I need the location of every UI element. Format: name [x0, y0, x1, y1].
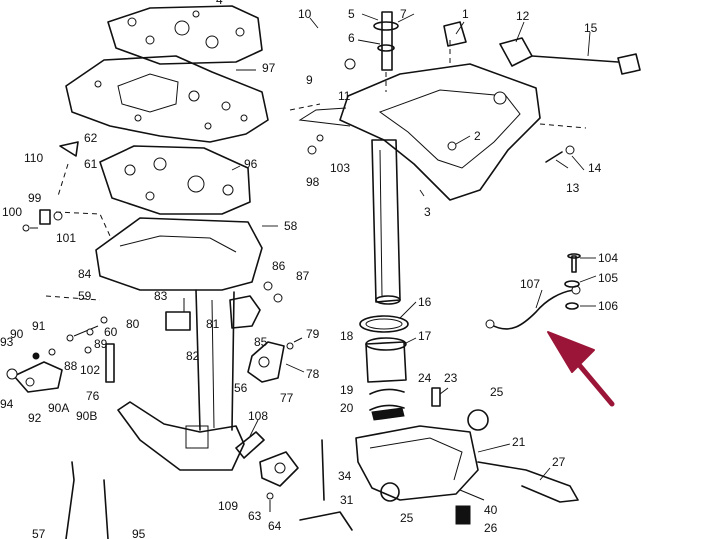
exhaust-housing-56 — [95, 217, 263, 471]
callout-56: 56 — [234, 381, 248, 395]
steering-column-3 — [371, 139, 401, 305]
callout-4: 4 — [216, 0, 223, 7]
callout-90a: 90A — [48, 401, 69, 415]
callout-40: 40 — [484, 503, 498, 517]
leader-lines — [231, 13, 597, 481]
callout-100: 100 — [2, 205, 22, 219]
left-small-parts — [6, 141, 115, 393]
callout-57: 57 — [32, 527, 46, 539]
callout-31: 31 — [340, 493, 354, 507]
callout-84: 84 — [78, 267, 92, 281]
callout-88: 88 — [64, 359, 78, 373]
ground-wire-107 — [485, 253, 581, 330]
callout-15: 15 — [584, 21, 598, 35]
throttle-cam-108 — [235, 431, 299, 512]
callout-76: 76 — [86, 389, 100, 403]
callout-34: 34 — [338, 469, 352, 483]
callout-23: 23 — [444, 371, 458, 385]
callout-64: 64 — [268, 519, 282, 533]
callout-95: 95 — [132, 527, 146, 539]
assembly-lines — [45, 40, 587, 301]
callout-82: 82 — [186, 349, 200, 363]
callout-14: 14 — [588, 161, 602, 175]
callout-25-bottom: 25 — [400, 511, 414, 525]
callout-93: 93 — [0, 335, 14, 349]
callout-12: 12 — [516, 9, 530, 23]
callout-91: 91 — [32, 319, 46, 333]
callout-85: 85 — [254, 335, 268, 349]
callout-10: 10 — [298, 7, 312, 21]
callout-89: 89 — [94, 337, 108, 351]
callout-58: 58 — [284, 219, 298, 233]
top-shaft-parts — [307, 11, 641, 163]
callout-1: 1 — [462, 7, 469, 21]
callout-105: 105 — [598, 271, 618, 285]
callout-6: 6 — [348, 31, 355, 45]
callout-102: 102 — [80, 363, 100, 377]
center-components — [165, 281, 303, 383]
callout-19: 19 — [340, 383, 354, 397]
callout-17: 17 — [418, 329, 432, 343]
callout-77: 77 — [280, 391, 294, 405]
callout-labels: 4 10 5 7 1 12 15 6 9 11 97 62 61 2 14 13… — [0, 0, 618, 539]
callout-62: 62 — [84, 131, 98, 145]
top-gasket-96 — [107, 5, 263, 65]
callout-99: 99 — [28, 191, 42, 205]
callout-87: 87 — [296, 269, 310, 283]
callout-97: 97 — [262, 61, 276, 75]
callout-24: 24 — [418, 371, 432, 385]
callout-83: 83 — [154, 289, 168, 303]
callout-78: 78 — [306, 367, 320, 381]
callout-92: 92 — [28, 411, 42, 425]
callout-90b: 90B — [76, 409, 97, 423]
callout-9: 9 — [306, 73, 313, 87]
callout-108: 108 — [248, 409, 268, 423]
rods-57-95 — [65, 461, 109, 539]
callout-18: 18 — [340, 329, 354, 343]
callout-25-top: 25 — [490, 385, 504, 399]
callout-80: 80 — [126, 317, 140, 331]
callout-94: 94 — [0, 397, 14, 411]
callout-3: 3 — [424, 205, 431, 219]
callout-96: 96 — [244, 157, 258, 171]
callout-86: 86 — [272, 259, 286, 273]
swivel-bracket-1 — [298, 63, 541, 201]
callout-61: 61 — [84, 157, 98, 171]
callout-26: 26 — [484, 521, 498, 535]
callout-110: 110 — [24, 151, 43, 165]
callout-59: 59 — [78, 289, 92, 303]
lower-bracket-21 — [299, 387, 579, 531]
callout-106: 106 — [598, 299, 618, 313]
callout-103: 103 — [330, 161, 350, 175]
pointer-arrow — [547, 331, 615, 407]
callout-13: 13 — [566, 181, 580, 195]
callout-90: 90 — [10, 327, 24, 341]
callout-63: 63 — [248, 509, 262, 523]
callout-7: 7 — [400, 7, 407, 21]
callout-101: 101 — [56, 231, 76, 245]
callout-2: 2 — [474, 129, 481, 143]
callout-11: 11 — [338, 89, 351, 103]
callout-107: 107 — [520, 277, 540, 291]
callout-27: 27 — [552, 455, 566, 469]
callout-21: 21 — [512, 435, 526, 449]
callout-109: 109 — [218, 499, 238, 513]
callout-60: 60 — [104, 325, 118, 339]
lower-gasket-96 — [99, 145, 251, 215]
cover-plate-97 — [65, 55, 269, 143]
callout-16: 16 — [418, 295, 432, 309]
callout-98: 98 — [306, 175, 320, 189]
callout-81: 81 — [206, 317, 220, 331]
callout-104: 104 — [598, 251, 618, 265]
callout-20: 20 — [340, 401, 354, 415]
callout-5: 5 — [348, 7, 355, 21]
ring-and-bushing — [359, 315, 409, 421]
callout-79: 79 — [306, 327, 320, 341]
